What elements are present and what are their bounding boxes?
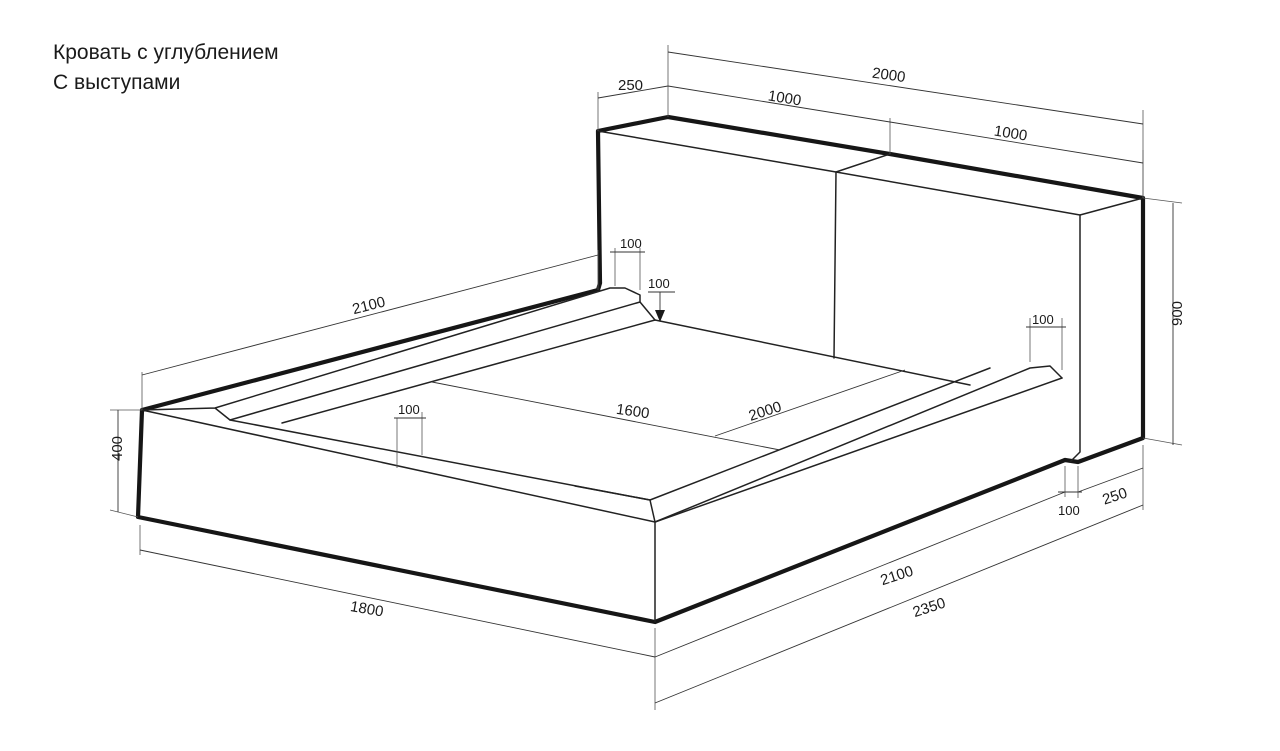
dim-total-length: 2350 [911,595,948,621]
dim-headboard-right-panel: 1000 [993,123,1029,145]
dimension-lines [109,45,1183,710]
front-rail-inner-edge [229,419,656,523]
diagram-title: Кровать с углублением [53,41,279,64]
dim-right-rail-width: 100 [1032,312,1054,327]
base-top-front-edge [141,377,1063,523]
dim-left-rail-length: 2100 [351,294,387,319]
dim-side-length: 2100 [878,563,915,589]
title-block: Кровать с углублением С выступами [53,38,279,98]
recess-back-edge [654,319,971,386]
bed-base [135,280,1068,625]
diagram-subtitle: С выступами [53,71,181,94]
dim-left-rail-width: 100 [620,236,642,251]
dim-headboard-left-panel: 1000 [767,87,803,109]
left-rail-inner-edge [639,301,656,321]
dimension-labels: 250 2000 1000 1000 900 2100 100 100 100 … [109,65,1186,621]
dim-inner-front-offset: 100 [398,402,420,417]
left-rail-top [141,287,641,421]
dim-inner-offset: 100 [648,276,670,291]
base-outline [135,280,1068,625]
recess-front-edge [574,367,991,501]
dim-mattress-length: 2000 [747,398,784,424]
dim-side-gap: 100 [1058,503,1080,518]
headboard-front-top-edge [597,130,1144,216]
headboard-block-edge [1069,214,1081,463]
right-rail-top [654,365,1063,523]
headboard [595,114,1146,465]
dim-side-protrusion: 250 [1100,485,1129,509]
dim-front-width: 1800 [349,598,385,621]
dim-headboard-width-total: 2000 [871,65,906,86]
headboard-outline [595,114,1146,465]
dim-headboard-depth: 250 [618,77,643,94]
recess-left-edge [281,319,656,424]
dim-mattress-width: 1600 [615,401,650,422]
dim-headboard-height: 900 [1169,301,1186,326]
dim-base-height: 400 [109,436,126,461]
headboard-panel-seam [833,153,891,359]
